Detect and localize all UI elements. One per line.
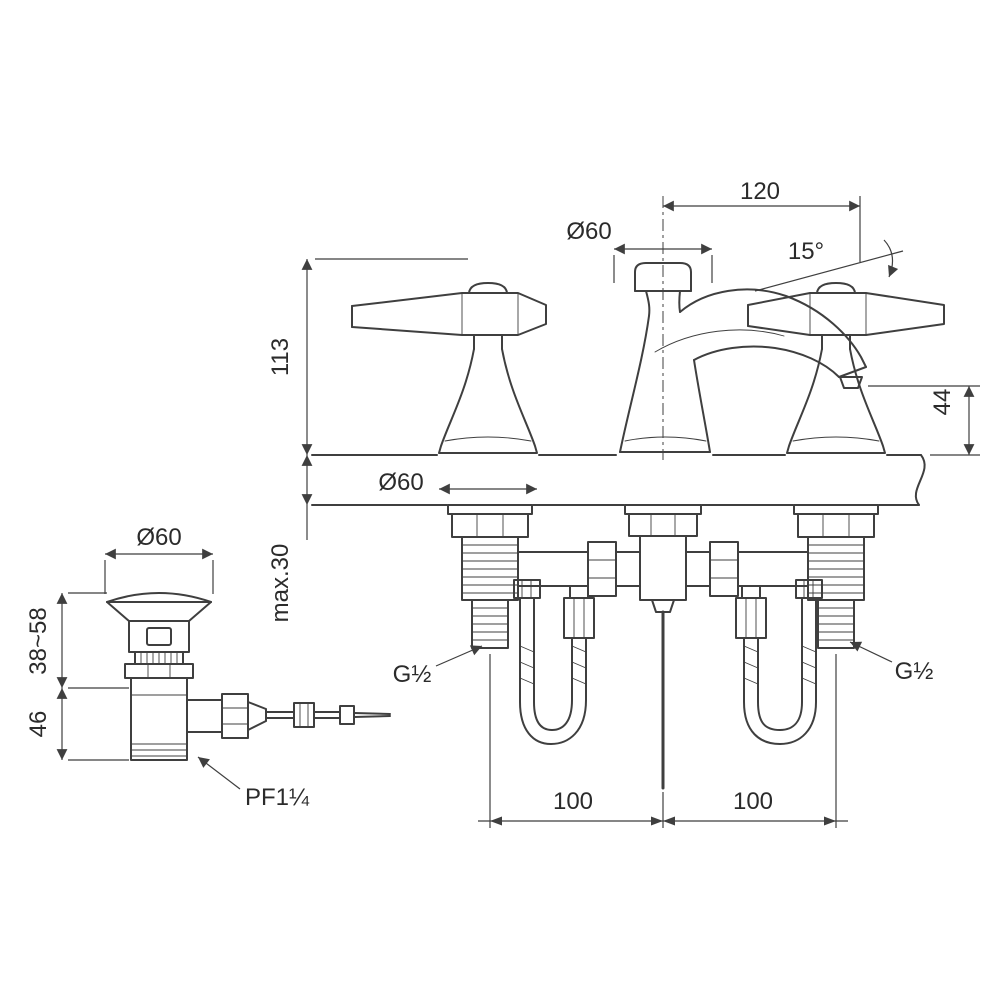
connecting-pipes: [517, 541, 809, 597]
left-valve-shank: [447, 504, 533, 649]
right-handle: [747, 282, 945, 454]
dim-drain-upper-height: 38~58: [25, 592, 129, 689]
under-deck-plumbing: [447, 504, 879, 790]
counter-deck: [311, 454, 926, 506]
dim-deck-thickness: max.30: [267, 455, 313, 623]
dim-deck-thickness-label: max.30: [267, 544, 294, 623]
dim-outlet-height: 44: [868, 385, 980, 456]
dim-drain-lower-height: 46: [25, 688, 129, 761]
dim-left-inlet-thread: G½: [393, 645, 483, 688]
spout: [619, 262, 867, 453]
dim-spout-reach: 120: [663, 178, 861, 262]
dim-outlet-height-label: 44: [929, 389, 956, 416]
dim-spout-height: 113: [267, 258, 468, 455]
right-valve-shank: [793, 504, 879, 649]
left-handle: [351, 282, 547, 454]
dim-spout-diameter: Ø60: [566, 218, 713, 283]
dim-spout-reach-label: 120: [740, 178, 780, 205]
dim-handle-spacing: 100 100: [478, 654, 848, 828]
dim-handle-base-diameter-label: Ø60: [378, 469, 423, 496]
dim-drain-outlet-thread: PF1¼: [197, 756, 310, 811]
dim-handle-angle-label: 15°: [788, 238, 824, 265]
dim-drain-outlet-thread-label: PF1¼: [245, 784, 310, 811]
right-supply-hose: [735, 579, 823, 745]
dim-drain-lower-height-label: 46: [25, 711, 52, 738]
drain-lever-linkage: [186, 693, 391, 739]
dim-drain-upper-height-label: 38~58: [25, 607, 52, 674]
dim-left-spacing-label: 100: [553, 788, 593, 815]
left-supply-hose: [513, 579, 595, 745]
dim-handle-angle: 15°: [754, 238, 904, 292]
dimensions: 120 Ø60 15° 113 44 Ø60: [25, 178, 980, 828]
dim-spout-height-label: 113: [267, 338, 294, 376]
dim-handle-base-diameter: Ø60: [378, 469, 537, 496]
center-tee-body: [624, 504, 702, 613]
dim-spout-diameter-label: Ø60: [566, 218, 611, 245]
dim-right-spacing-label: 100: [733, 788, 773, 815]
dim-right-inlet-thread-label: G½: [895, 658, 934, 685]
dim-right-inlet-thread: G½: [849, 641, 934, 685]
dim-drain-flange-diameter: Ø60: [104, 524, 214, 594]
dim-drain-flange-diameter-label: Ø60: [136, 524, 181, 551]
dim-left-inlet-thread-label: G½: [393, 661, 432, 688]
drain-assembly: [106, 592, 391, 761]
